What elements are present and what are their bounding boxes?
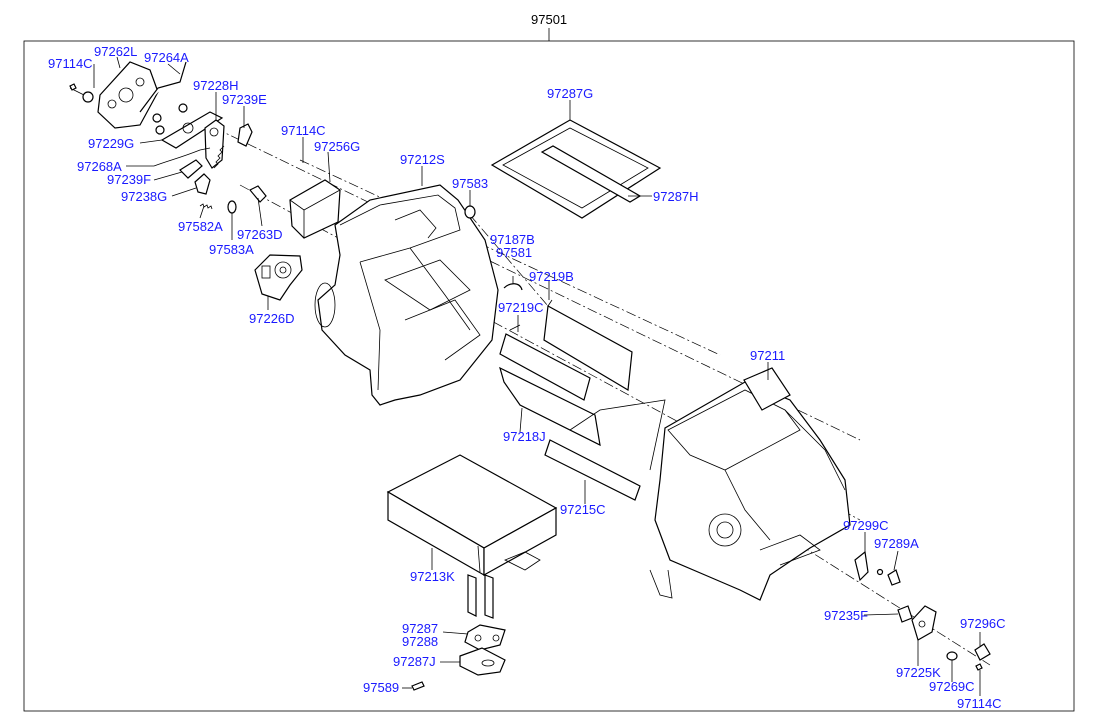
part-97263D[interactable] (249, 185, 267, 203)
part-label-97211[interactable]: 97211 (750, 348, 786, 363)
actuator-97256G[interactable] (289, 150, 341, 239)
part-label-97287G[interactable]: 97287G (547, 86, 594, 101)
part-label-97239F[interactable]: 97239F (107, 172, 152, 187)
lever-97228H[interactable] (204, 119, 225, 169)
actuator-97225K[interactable] (911, 605, 937, 641)
gasket-97287[interactable] (464, 624, 506, 651)
part-label-97114C-top[interactable]: 97114C (48, 56, 93, 71)
part-label-97288[interactable]: 97288 (402, 634, 439, 649)
door-97219B[interactable] (543, 299, 633, 391)
gear-97235F[interactable] (897, 605, 913, 623)
lever-97238G[interactable] (194, 173, 211, 195)
part-label-97228H[interactable]: 97228H (193, 78, 239, 93)
clip-97296C[interactable] (974, 643, 991, 661)
frame-97287G[interactable] (490, 119, 662, 219)
plate-97299C[interactable] (854, 550, 869, 582)
screw-97114C-top[interactable] (69, 83, 77, 91)
screw-97589[interactable] (411, 681, 425, 691)
part-label-97581[interactable]: 97581 (496, 245, 533, 260)
part-label-97229G[interactable]: 97229G (88, 136, 135, 151)
case-97211[interactable] (649, 367, 851, 601)
part-label-97589[interactable]: 97589 (363, 680, 400, 695)
lever-97229G[interactable] (152, 103, 224, 149)
part-label-97238G[interactable]: 97238G (121, 189, 168, 204)
part-label-97114C-bot[interactable]: 97114C (957, 696, 1002, 711)
part-label-97187B[interactable]: 97187B (490, 232, 535, 247)
part-label-97583[interactable]: 97583 (452, 176, 489, 191)
part-label-97215C[interactable]: 97215C (560, 502, 606, 517)
part-label-97219B[interactable]: 97219B (529, 269, 574, 284)
screw-97114C-bot[interactable] (975, 663, 983, 671)
part-label-97226D[interactable]: 97226D (249, 311, 295, 326)
heater-core-97213K[interactable] (386, 454, 558, 619)
part-label-97287[interactable]: 97287 (402, 621, 439, 636)
part-label-97296C[interactable]: 97296C (960, 616, 1006, 631)
spring-97268A[interactable] (153, 147, 211, 167)
assembly-label[interactable]: 97501 (531, 12, 568, 27)
part-label-97239E[interactable]: 97239E (222, 92, 267, 107)
door-97218J[interactable] (499, 366, 601, 447)
leader-lines (93, 56, 981, 696)
lever-97239F[interactable] (179, 159, 203, 179)
clip-97187B[interactable] (503, 283, 523, 291)
door-97215C[interactable] (544, 399, 666, 501)
part-label-97287H[interactable]: 97287H (653, 189, 699, 204)
nut-97583[interactable] (464, 205, 476, 219)
part-label-97268A[interactable]: 97268A (77, 159, 122, 174)
part-label-97269C[interactable]: 97269C (929, 679, 975, 694)
rod-97264A[interactable] (139, 61, 187, 113)
part-label-97289A[interactable]: 97289A (874, 536, 919, 551)
part-label-97213K[interactable]: 97213K (410, 569, 455, 584)
gasket-97287J[interactable] (459, 647, 506, 676)
part-label-97583A[interactable]: 97583A (209, 242, 254, 257)
part-label-97212S[interactable]: 97212S (400, 152, 445, 167)
case-97212S[interactable] (314, 184, 499, 406)
part-label-97235F[interactable]: 97235F (824, 608, 869, 623)
clip-97583A[interactable] (227, 200, 237, 214)
spring-97582A[interactable] (199, 203, 213, 210)
clip-97289A[interactable] (887, 569, 901, 586)
part-label-97299C[interactable]: 97299C (843, 518, 889, 533)
part-label-97256G[interactable]: 97256G (314, 139, 361, 154)
part-label-97287J[interactable]: 97287J (393, 654, 436, 669)
part-label-97114C-mid[interactable]: 97114C (281, 123, 326, 138)
part-label-97219C[interactable]: 97219C (498, 300, 544, 315)
part-label-97264A[interactable]: 97264A (144, 50, 189, 65)
part-label-97263D[interactable]: 97263D (237, 227, 283, 242)
part-label-97262L[interactable]: 97262L (94, 44, 138, 59)
bracket-97226D[interactable] (254, 254, 303, 301)
lever-97239E[interactable] (237, 123, 253, 147)
washer-97269C[interactable] (946, 651, 958, 661)
part-label-97582A[interactable]: 97582A (178, 219, 223, 234)
bracket-97262L[interactable] (69, 61, 159, 129)
part-label-97218J[interactable]: 97218J (503, 429, 546, 444)
spring-coil (213, 145, 225, 169)
part-label-97225K[interactable]: 97225K (896, 665, 941, 680)
screw-97289A (876, 568, 884, 576)
